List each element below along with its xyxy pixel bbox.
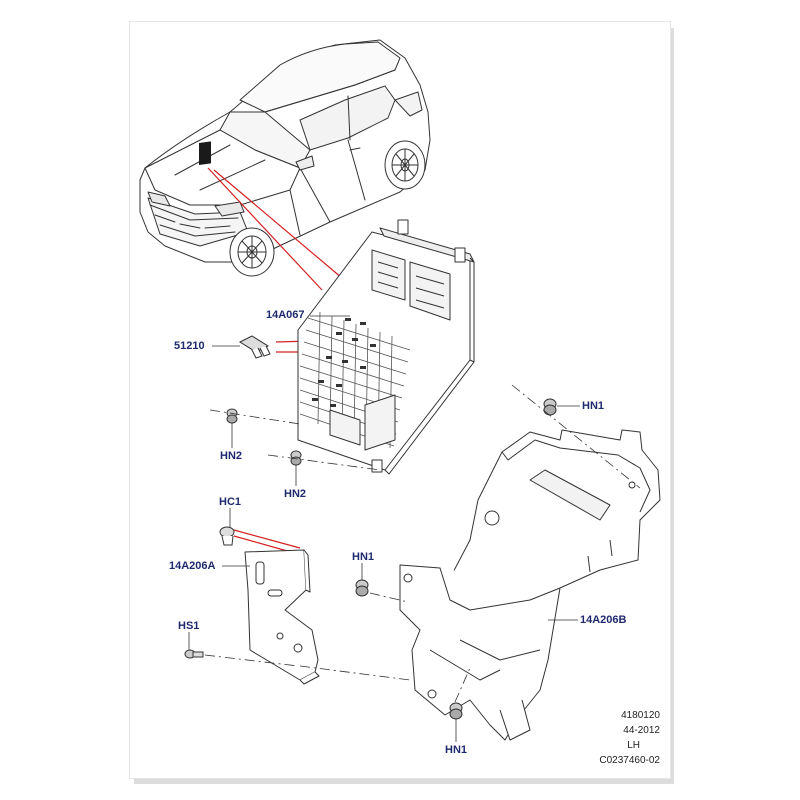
callout-14a206a: 14A206A — [169, 560, 216, 572]
callout-hn1-bottom: HN1 — [445, 744, 468, 756]
screw-hs1 — [184, 649, 204, 659]
bracket-14a206b — [399, 429, 661, 741]
nut-hn1-mid — [355, 579, 369, 597]
callout-hs1: HS1 — [178, 620, 200, 632]
callout-51210: 51210 — [174, 340, 205, 352]
callout-hc1: HC1 — [219, 496, 242, 508]
callout-14a067: 14A067 — [266, 309, 305, 321]
fuse-box-location-marker — [199, 141, 211, 166]
fuse-51210 — [238, 335, 271, 359]
reference-date: 44-2012 — [623, 725, 660, 736]
assembly-dash-lines — [204, 384, 641, 703]
reference-side: LH — [627, 740, 640, 751]
clip-hc1 — [219, 526, 235, 546]
bracket-14a206a — [244, 549, 320, 685]
callout-14a206b: 14A206B — [580, 614, 627, 626]
reference-number: 4180120 — [621, 710, 660, 721]
drawing-reference-block: 4180120 44-2012 LH C0237460-02 — [580, 710, 660, 770]
vehicle-illustration — [139, 39, 431, 277]
fuse-box-14a067 — [297, 219, 475, 475]
callout-hn1-mid: HN1 — [352, 551, 375, 563]
callout-leaders — [188, 315, 580, 742]
callout-hn1-upper-right: HN1 — [582, 400, 605, 412]
callout-hn2-left-upper: HN2 — [220, 450, 243, 462]
callout-hn2-left-lower: HN2 — [284, 488, 307, 500]
nut-hn2-left-upper — [226, 408, 238, 424]
nut-hn1-upper-right — [543, 398, 557, 416]
nut-hn1-bottom — [449, 702, 463, 720]
reference-drawing-code: C0237460-02 — [599, 755, 660, 766]
